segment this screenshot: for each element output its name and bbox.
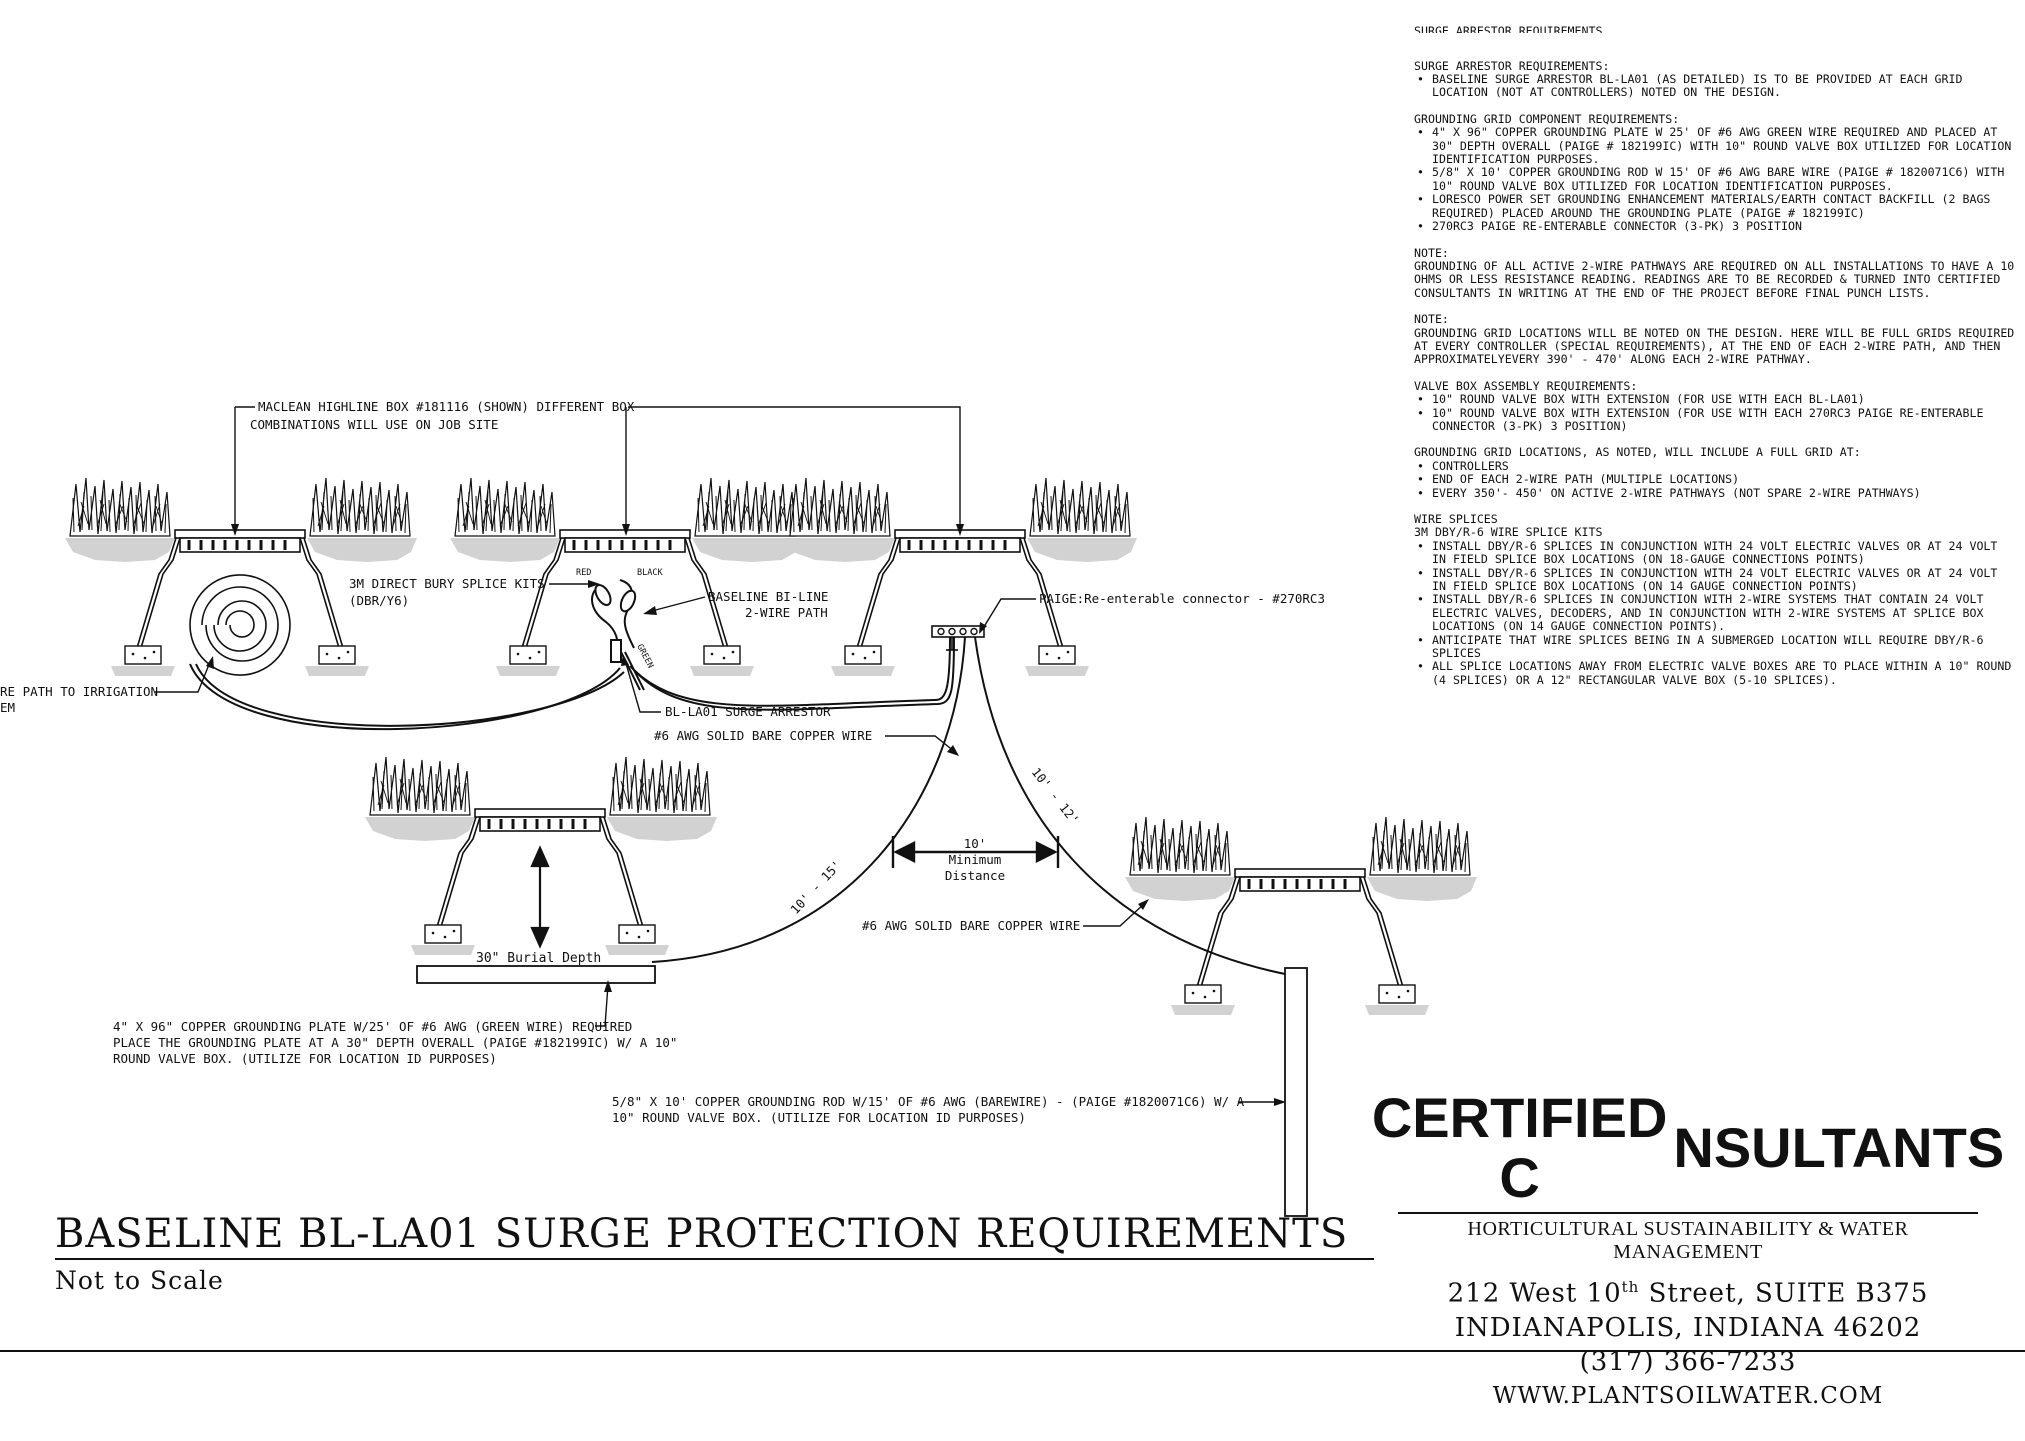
notes-bullet-item: 5/8" X 10' COPPER GROUNDING ROD W 15' OF…	[1414, 166, 2022, 193]
rod-label-1: 5/8" X 10' COPPER GROUNDING ROD W/15' OF…	[612, 1094, 1245, 1109]
plate-label-2: PLACE THE GROUNDING PLATE AT A 30" DEPTH…	[113, 1035, 677, 1050]
company-block: CERTIFIED C NSULTANTS HORTICULTURAL SUST…	[1372, 1088, 2004, 1413]
notes-bullet-item: 10" ROUND VALVE BOX WITH EXTENSION (FOR …	[1414, 392, 2022, 407]
notes-column: SURGE ARRESTOR REQUIREMENTS SURGE ARREST…	[1414, 2, 2022, 701]
distance-right-label: 10' - 12'	[1029, 765, 1083, 828]
wire-coil	[189, 574, 291, 676]
valve-box-3	[785, 478, 1137, 676]
notes-heading: NOTE:	[1414, 312, 1449, 327]
notes-heading: SURGE ARRESTOR REQUIREMENTS:	[1414, 58, 1610, 73]
notes-heading: VALVE BOX ASSEMBLY REQUIREMENTS:	[1414, 378, 1638, 393]
notes-bullet-item: END OF EACH 2-WIRE PATH (MULTIPLE LOCATI…	[1414, 472, 2022, 487]
grounding-plate	[416, 965, 656, 984]
ground-wires	[651, 636, 1291, 976]
surge-arrestor	[591, 579, 645, 691]
notes-heading: NOTE:	[1414, 245, 1449, 260]
drawing-labels: MACLEAN HIGHLINE BOX #181116 (SHOWN) DIF…	[0, 399, 1325, 1125]
drawing-title: BASELINE BL-LA01 SURGE PROTECTION REQUIR…	[55, 1210, 1375, 1260]
notes-bullet-item: 4" X 96" COPPER GROUNDING PLATE W 25' OF…	[1414, 126, 2022, 166]
burial-depth-dimension	[530, 845, 550, 949]
scale-note: Not to Scale	[55, 1266, 224, 1295]
notes-bullet-item: ANTICIPATE THAT WIRE SPLICES BEING IN A …	[1414, 633, 2022, 661]
address-street-number: 212 West 10	[1447, 1278, 1622, 1309]
notes-bullet-item: CONTROLLERS	[1414, 459, 2022, 474]
bi-line-label-2: 2-WIRE PATH	[745, 605, 828, 620]
company-address-1: 212 West 10th Street, SUITE B375	[1378, 1270, 1998, 1311]
notes-bullet-item: INSTALL DBY/R-6 SPLICES IN CONJUNCTION W…	[1414, 539, 2022, 567]
bi-line-label-1: BASELINE BI-LINE	[708, 589, 828, 604]
notes-paragraph: GROUNDING GRID LOCATIONS WILL BE NOTED O…	[1414, 325, 2015, 367]
surge-arrestor-label: BL-LA01 SURGE ARRESTOR	[665, 704, 831, 719]
address-ordinal: th	[1621, 1278, 1640, 1296]
company-tagline: HORTICULTURAL SUSTAINABILITY & WATER MAN…	[1398, 1212, 1978, 1264]
notes-bullet-item: ALL SPLICE LOCATIONS AWAY FROM ELECTRIC …	[1414, 660, 2022, 687]
bi-line-wire	[629, 635, 955, 711]
black-wire-label: BLACK	[637, 568, 663, 578]
maclean-label-2: COMBINATIONS WILL USE ON JOB SITE	[250, 417, 498, 432]
burial-depth-label: 30" Burial Depth	[476, 951, 601, 966]
notes-bullet-item: INSTALL DBY/R-6 SPLICES IN CONJUNCTION W…	[1414, 593, 2022, 633]
copper-wire-label-2: #6 AWG SOLID BARE COPPER WIRE	[862, 918, 1080, 933]
notes-bullet-item: EVERY 350'- 450' ON ACTIVE 2-WIRE PATHWA…	[1414, 486, 2022, 501]
company-name-left: CERTIFIED C	[1371, 1086, 1668, 1209]
company-name-right: NSULTANTS	[1673, 1116, 2005, 1179]
wire-path-label-2: EM	[0, 700, 15, 715]
min-distance-label-1: Minimum	[949, 852, 1002, 867]
company-address-2: INDIANAPOLIS, INDIANA 46202	[1454, 1312, 1922, 1343]
sheet-border-line	[0, 1350, 2025, 1352]
notes-cut-header: SURGE ARRESTOR REQUIREMENTS	[1414, 24, 1603, 33]
notes-bullet-item: 270RC3 PAIGE RE-ENTERABLE CONNECTOR (3-P…	[1414, 219, 2022, 234]
grounding-rod	[1284, 967, 1308, 1217]
min-distance-value: 10'	[964, 836, 987, 851]
notes-body: SURGE ARRESTOR REQUIREMENTS:BASELINE SUR…	[1414, 58, 2022, 688]
rod-label-2: 10" ROUND VALVE BOX. (UTILIZE FOR LOCATI…	[612, 1110, 1026, 1125]
address-street-rest: Street, SUITE B375	[1639, 1278, 1929, 1309]
splice-kits-code: (DBR/Y6)	[349, 593, 409, 608]
paige-connector-label: PAIGE:Re-enterable connector - #270RC3	[1039, 591, 1325, 606]
two-wire-path	[189, 663, 625, 731]
green-wire-label: GREEN	[634, 643, 655, 670]
company-name: CERTIFIED C NSULTANTS	[1372, 1088, 2004, 1208]
min-distance-dimension	[891, 836, 1060, 868]
red-wire-label: RED	[576, 568, 591, 578]
copper-wire-label-1: #6 AWG SOLID BARE COPPER WIRE	[654, 728, 872, 743]
distance-left-label: 10' - 15'	[787, 857, 844, 917]
splice-kits-label: 3M DIRECT BURY SPLICE KITS	[349, 576, 545, 591]
plate-label-1: 4" X 96" COPPER GROUNDING PLATE W/25' OF…	[113, 1019, 632, 1034]
notes-heading: WIRE SPLICES 3M DBY/R-6 WIRE SPLICE KITS	[1414, 512, 1603, 540]
re-enterable-connector	[931, 625, 985, 651]
notes-heading: GROUNDING GRID COMPONENT REQUIREMENTS:	[1414, 111, 1680, 126]
leader-arrowheads	[206, 524, 1286, 1106]
notes-heading: GROUNDING GRID LOCATIONS, AS NOTED, WILL…	[1414, 445, 1861, 460]
maclean-label-1: MACLEAN HIGHLINE BOX #181116 (SHOWN) DIF…	[258, 399, 635, 414]
company-website: WWW.PLANTSOILWATER.COM	[1492, 1382, 1884, 1409]
notes-paragraph: GROUNDING OF ALL ACTIVE 2-WIRE PATHWAYS …	[1414, 258, 2015, 300]
min-distance-label-2: Distance	[945, 868, 1005, 883]
notes-bullet-item: 10" ROUND VALVE BOX WITH EXTENSION (FOR …	[1414, 406, 2022, 434]
notes-bullet-item: LORESCO POWER SET GROUNDING ENHANCEMENT …	[1414, 193, 2022, 220]
notes-bullet-item: BASELINE SURGE ARRESTOR BL-LA01 (AS DETA…	[1414, 72, 2022, 100]
plate-label-3: ROUND VALVE BOX. (UTILIZE FOR LOCATION I…	[113, 1051, 497, 1066]
notes-bullet-item: INSTALL DBY/R-6 SPLICES IN CONJUNCTION W…	[1414, 566, 2022, 594]
title-block: BASELINE BL-LA01 SURGE PROTECTION REQUIR…	[55, 1210, 1375, 1295]
wire-path-label-1: RE PATH TO IRRIGATION	[0, 684, 158, 699]
